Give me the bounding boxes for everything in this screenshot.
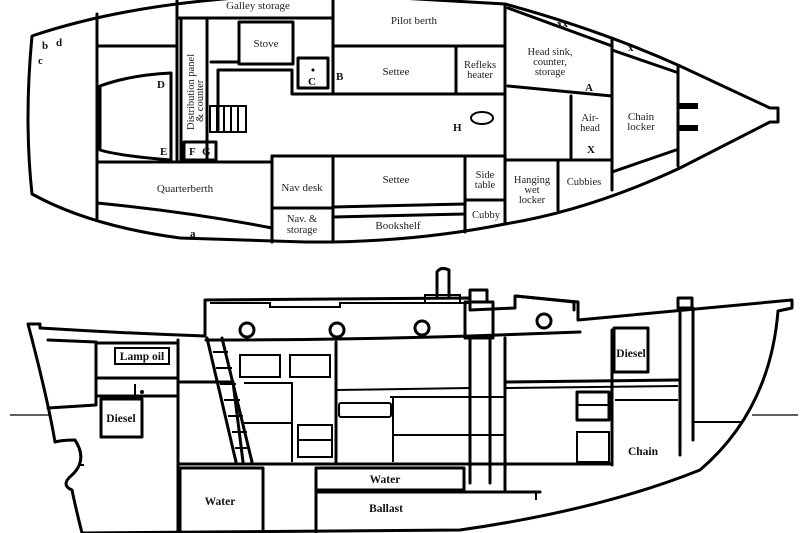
- marker-X: X: [587, 144, 595, 156]
- samson-post: [678, 306, 695, 457]
- marker-G: G: [202, 146, 211, 158]
- marker-A: A: [585, 82, 593, 94]
- portlight-3: [413, 319, 431, 337]
- marker-xx: xx: [557, 18, 569, 30]
- marker-a: a: [190, 228, 196, 240]
- marker-c: c: [38, 55, 43, 67]
- label-refleks-heater-2: heater: [467, 70, 493, 81]
- portlight-1: [238, 321, 256, 339]
- label-quarterberth: Quarterberth: [157, 183, 214, 195]
- label-chain-locker: Chain: [628, 111, 655, 123]
- plan-view: Galley storage Stove Pilot berth Head si…: [26, 0, 780, 244]
- label-distribution-panel-2: & counter: [195, 79, 206, 122]
- water-tank-mid: [314, 466, 466, 492]
- marker-b: b: [42, 40, 48, 52]
- label-head-sink: Head sink,: [528, 47, 573, 58]
- label-side-table: Side: [476, 170, 495, 181]
- label-hanging-wet-locker-3: locker: [519, 195, 546, 206]
- box-c: [296, 56, 330, 90]
- label-diesel-fwd: Diesel: [616, 348, 645, 360]
- label-diesel-aft: Diesel: [106, 413, 135, 425]
- label-water-mid: Water: [370, 474, 401, 486]
- marker-E: E: [160, 146, 167, 158]
- label-settee-starboard: Settee: [383, 174, 410, 186]
- label-side-table-2: table: [475, 180, 496, 191]
- label-ballast: Ballast: [369, 503, 403, 515]
- label-air-head-2: head: [580, 123, 601, 134]
- mast-stub: [468, 288, 489, 304]
- dorade-vent: [435, 266, 451, 298]
- label-pilot-berth: Pilot berth: [391, 15, 438, 27]
- lamp-oil-tank: [114, 347, 170, 365]
- label-settee-port: Settee: [383, 66, 410, 78]
- companionway-steps: [216, 106, 239, 132]
- portlight-2: [328, 321, 346, 339]
- label-hanging-wet-locker-2: wet: [524, 185, 539, 196]
- label-head-sink-3: storage: [535, 67, 566, 78]
- cockpit-well: [98, 71, 173, 162]
- plan-hull-outline: [26, 0, 780, 244]
- label-cubby: Cubby: [472, 210, 501, 221]
- head-fixture-icon: [470, 111, 494, 125]
- marker-F: F: [189, 146, 196, 158]
- marker-D: D: [157, 79, 165, 91]
- diesel-tank-aft: [99, 397, 144, 439]
- profile-view: Lamp oil Diesel Diesel Water Water Balla…: [10, 266, 798, 533]
- label-lamp-oil: Lamp oil: [120, 351, 164, 363]
- marker-d: d: [56, 37, 62, 49]
- label-water-aft: Water: [205, 496, 236, 508]
- label-head-sink-2: counter,: [533, 57, 567, 68]
- bow-cleat-lower: [678, 125, 698, 131]
- label-refleks-heater: Refleks: [464, 60, 496, 71]
- label-cubbies: Cubbies: [567, 177, 601, 188]
- label-chain: Chain: [628, 446, 659, 458]
- mast: [468, 336, 492, 485]
- bow-cleat-upper: [678, 103, 698, 109]
- water-tank-aft: [178, 466, 265, 533]
- label-galley-storage: Galley storage: [226, 0, 290, 12]
- marker-H: H: [453, 122, 462, 134]
- label-nav-storage-2: storage: [287, 225, 318, 236]
- label-hanging-wet-locker: Hanging: [514, 175, 551, 186]
- marker-B: B: [336, 71, 344, 83]
- diesel-tank-fwd: [612, 326, 650, 374]
- stove-box: [237, 20, 295, 66]
- marker-C: C: [308, 76, 316, 88]
- label-chain-locker-2: locker: [627, 121, 655, 133]
- label-nav-storage: Nav. &: [287, 214, 317, 225]
- marker-x: x: [628, 42, 634, 54]
- label-stove: Stove: [253, 38, 278, 50]
- label-nav-desk: Nav desk: [281, 182, 323, 194]
- box-fg: [182, 140, 218, 162]
- label-distribution-panel: Distribution panel: [186, 54, 197, 130]
- portlight-4: [535, 312, 553, 330]
- label-air-head: Air-: [581, 113, 599, 124]
- label-bookshelf: Bookshelf: [375, 220, 421, 232]
